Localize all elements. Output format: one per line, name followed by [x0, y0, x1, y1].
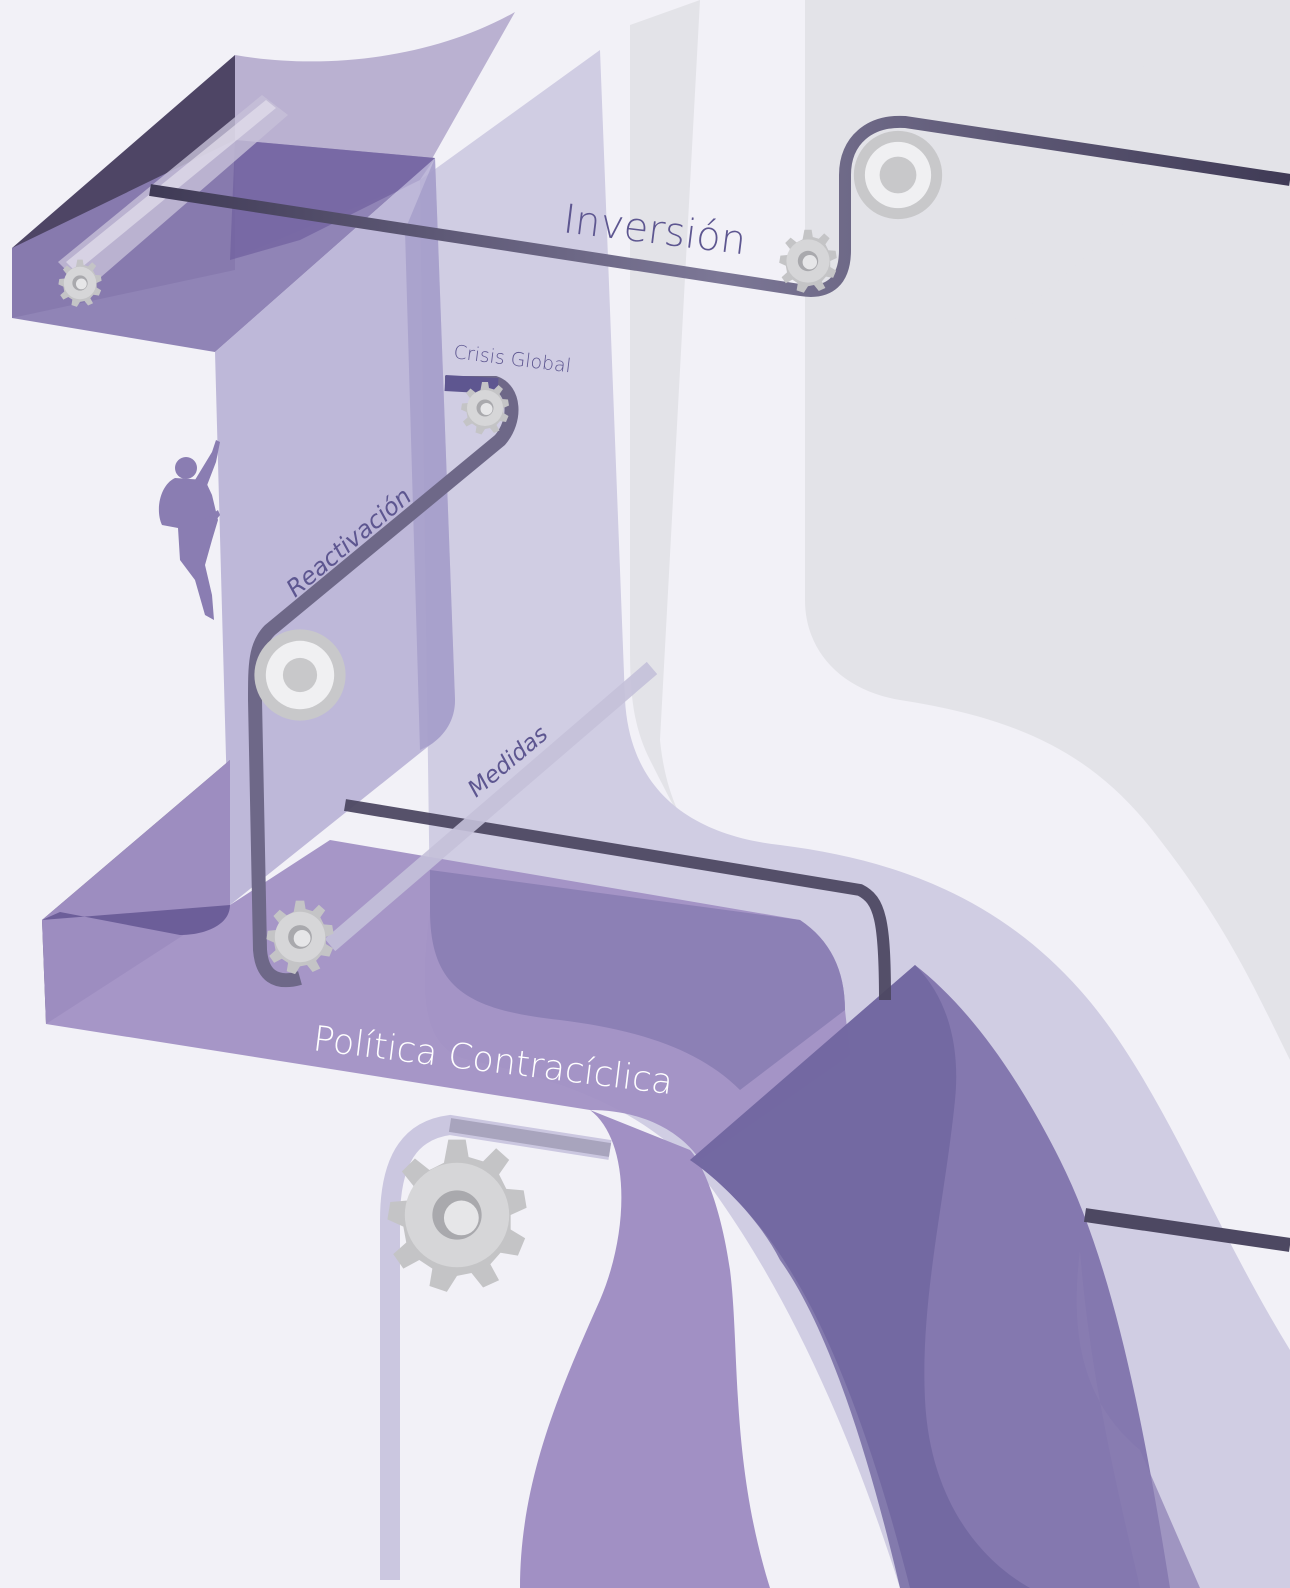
- gear-icon: [853, 130, 943, 220]
- belt-medidas: [324, 661, 658, 952]
- belt-reactivacion: [247, 376, 519, 988]
- vertical-panel: [215, 158, 455, 905]
- climber-icon: [158, 440, 220, 620]
- gear-icon: [254, 629, 346, 721]
- belt-lower-right: [344, 799, 891, 1001]
